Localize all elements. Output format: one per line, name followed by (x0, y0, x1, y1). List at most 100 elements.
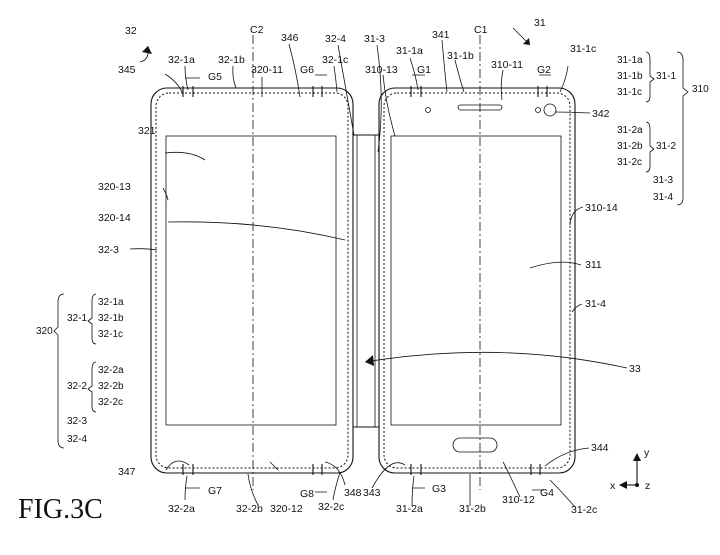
label-31-4: 31-4 (585, 298, 606, 310)
legend-right-31-2b: 31-2b (617, 141, 643, 152)
legend-left-32-2a: 32-2a (98, 365, 124, 376)
legend-left-32-3: 32-3 (67, 416, 87, 427)
label-343: 343 (363, 487, 381, 499)
leader-321 (164, 151, 206, 161)
legend-right-brace-outer (676, 51, 689, 206)
gap-markers (185, 74, 551, 493)
legend-right-31-1: 31-1 (656, 71, 676, 82)
leader-31-3 (376, 44, 382, 153)
leader-31-2c (549, 479, 576, 508)
right-phone (378, 35, 576, 490)
label-c1: C1 (474, 24, 488, 36)
leader-343 (371, 462, 406, 489)
leader-320-14 (167, 221, 346, 241)
label-346: 346 (281, 32, 299, 44)
leader-33 (364, 351, 628, 369)
sensor-icon (425, 107, 431, 113)
label-320-14: 320-14 (98, 212, 131, 224)
legend-left-32-1b: 32-1b (98, 313, 124, 324)
y-arrowhead-icon (633, 453, 641, 461)
right-phone-inner-frame (383, 92, 571, 469)
legend-left-brace-outer (53, 293, 65, 449)
legend-right-31-3: 31-3 (653, 175, 673, 186)
leader-320-12 (269, 461, 279, 471)
label-31-1c: 31-1c (570, 43, 596, 55)
leader-31-4 (571, 303, 583, 313)
label-c2: C2 (250, 24, 264, 36)
label-31-1a: 31-1a (396, 45, 423, 57)
label-31-3: 31-3 (364, 33, 385, 45)
leader-310-11 (500, 69, 504, 101)
legend-left-32-4: 32-4 (67, 434, 87, 445)
arrowhead-33-icon (365, 355, 374, 366)
label-31-2b: 31-2b (459, 503, 486, 515)
z-axis-dot-icon (635, 483, 639, 487)
label-g5: G5 (208, 71, 222, 83)
leader-31-1c (559, 65, 569, 93)
arrowhead-31-icon (523, 38, 530, 45)
label-320-13: 320-13 (98, 181, 131, 193)
legend-left-32-2b: 32-2b (98, 381, 124, 392)
leader-311 (529, 261, 582, 269)
legend-right-31-1c: 31-1c (617, 87, 642, 98)
label-341: 341 (432, 29, 450, 41)
label-32-2c: 32-2c (318, 501, 344, 513)
leader-310-14 (569, 206, 584, 226)
leader-31-2a (411, 475, 415, 507)
x-arrowhead-icon (619, 481, 627, 489)
legend-left-brace-1 (87, 293, 97, 345)
legend-left-32-1a: 32-1a (98, 297, 124, 308)
legend-left: 32-1a 32-1b 32-1c 32-1 32-2a 32-2b 32-2c… (36, 293, 124, 449)
label-32-1b: 32-1b (218, 54, 245, 66)
axis-label-x: x (610, 480, 616, 492)
label-320-11: 320-11 (251, 64, 283, 76)
label-32-3: 32-3 (98, 244, 119, 256)
label-g6: G6 (300, 64, 314, 76)
left-phone-display (165, 135, 337, 426)
label-32-2b: 32-2b (236, 503, 263, 515)
leader-31-1b (454, 59, 465, 93)
leader-345 (164, 73, 184, 95)
left-phone-inner-frame (155, 92, 349, 469)
axis-indicator: y x z (610, 447, 650, 492)
axis-label-y: y (644, 447, 650, 459)
label-32-1c: 32-1c (322, 54, 348, 66)
label-31-1b: 31-1b (447, 50, 474, 62)
left-phone (150, 35, 354, 490)
right-phone-outer-frame (378, 87, 576, 474)
legend-right-brace-1 (645, 51, 655, 103)
legend-right-31-2a: 31-2a (617, 125, 643, 136)
label-31-2a: 31-2a (396, 503, 423, 515)
label-31: 31 (534, 17, 546, 29)
leader-32-1c (333, 65, 338, 93)
figure-title: FIG.3C (18, 494, 103, 525)
legend-right-31-1a: 31-1a (617, 55, 643, 66)
label-32: 32 (125, 25, 137, 37)
right-phone-display (390, 135, 562, 426)
legend-left-brace-2 (87, 361, 97, 413)
legend-right-31-1b: 31-1b (617, 71, 643, 82)
leader-32-2c (332, 471, 341, 501)
leader-344 (544, 447, 590, 467)
label-310-14: 310-14 (585, 202, 618, 214)
legend-right-31-4: 31-4 (653, 192, 673, 203)
leader-320-13 (162, 187, 169, 201)
hinge (353, 134, 379, 428)
label-348: 348 (344, 487, 362, 499)
leader-310-13 (382, 74, 396, 137)
sensor-icon-2 (535, 107, 541, 113)
leader-348 (324, 461, 346, 486)
leader-347 (165, 460, 190, 471)
leader-32-2b (247, 473, 259, 506)
leader-310-12 (502, 461, 521, 498)
label-320-12: 320-12 (270, 503, 303, 515)
legend-left-32-1: 32-1 (67, 313, 87, 324)
earpiece-icon (457, 104, 503, 111)
legend-right-31-2: 31-2 (656, 141, 676, 152)
camera-icon (543, 103, 557, 117)
label-g8: G8 (300, 488, 314, 500)
label-344: 344 (591, 442, 609, 454)
arrowhead-32-icon (142, 46, 152, 54)
label-345: 345 (118, 64, 136, 76)
